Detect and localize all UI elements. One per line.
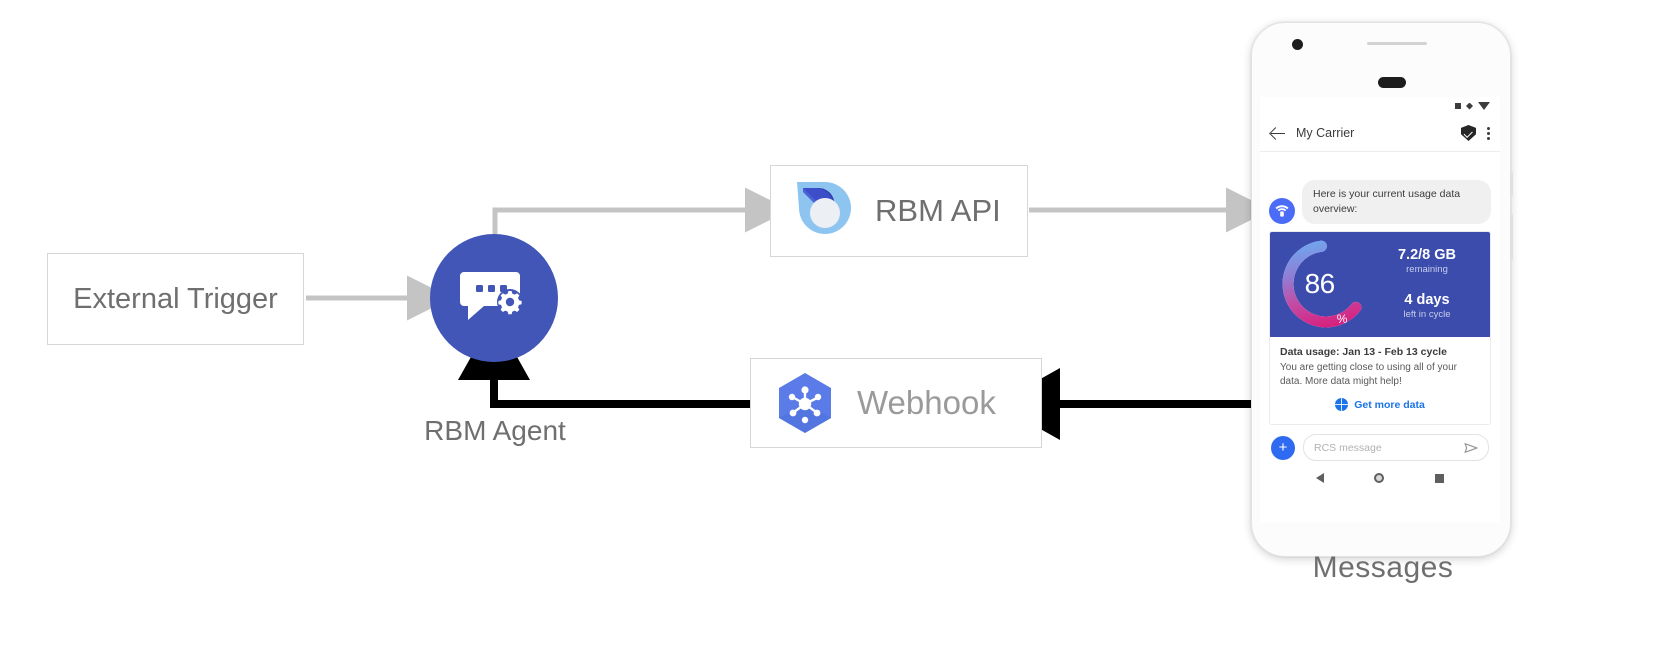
webhook-label: Webhook [857, 384, 996, 421]
nav-back-icon[interactable] [1316, 473, 1325, 484]
gauge-value-group: 86 % [1278, 236, 1374, 332]
nav-home-icon[interactable] [1374, 473, 1385, 484]
signal-icon [1455, 103, 1461, 109]
incoming-message-row: Here is your current usage data overview… [1269, 152, 1491, 224]
rbm-agent-node[interactable] [430, 234, 558, 362]
globe-icon [1335, 398, 1349, 412]
verified-shield-icon [1461, 125, 1476, 141]
hero-stats: 7.2/8 GB remaining 4 days left in cycle [1378, 247, 1476, 321]
conversation-thread: Here is your current usage data overview… [1260, 152, 1500, 522]
gauge-value: 86 [1304, 268, 1336, 300]
volume-button[interactable] [1510, 214, 1513, 260]
rcs-message-placeholder: RCS message [1314, 441, 1382, 454]
rich-card-hero: 86 % 7.2/8 GB remaining 4 days left in c… [1270, 231, 1490, 337]
webhook-hexagon-icon [779, 373, 831, 433]
power-button[interactable] [1510, 172, 1513, 196]
app-bar-title: My Carrier [1296, 126, 1355, 140]
rbm-api-label: RBM API [875, 193, 1001, 228]
rbm-agent-label: RBM Agent [424, 415, 566, 446]
plus-icon[interactable]: + [1271, 435, 1295, 460]
android-nav-bar [1269, 467, 1491, 491]
stat-data-remaining-caption: remaining [1406, 263, 1448, 275]
earpiece-speaker [1367, 42, 1427, 45]
usage-gauge: 86 % [1278, 236, 1374, 332]
rich-card-body: Data usage: Jan 13 - Feb 13 cycle You ar… [1270, 337, 1490, 424]
external-trigger-label: External Trigger [73, 282, 278, 315]
chat-gear-icon [460, 272, 523, 320]
rbm-api-node[interactable]: RBM API [770, 165, 1028, 257]
speaker-pill [1378, 77, 1406, 88]
phone-screen: My Carrier Here is your cur [1260, 97, 1500, 522]
more-vert-icon[interactable] [1486, 125, 1490, 141]
phone-caption: Messages [1312, 551, 1454, 584]
get-more-data-button[interactable]: Get more data [1280, 389, 1480, 418]
front-camera-icon [1292, 39, 1303, 50]
rich-card-description: You are getting close to using all of yo… [1280, 361, 1457, 387]
external-trigger-node[interactable]: External Trigger [47, 253, 304, 345]
stat-data-remaining-value: 7.2/8 GB [1397, 247, 1457, 264]
send-icon[interactable] [1464, 442, 1478, 454]
wifi-icon [1466, 102, 1473, 110]
gauge-unit: % [1336, 312, 1348, 327]
stat-days-left-value: 4 days [1404, 292, 1450, 309]
stat-days-left-caption: left in cycle [1403, 308, 1451, 320]
rcs-message-input[interactable]: RCS message [1303, 434, 1489, 462]
get-more-data-label: Get more data [1354, 398, 1425, 411]
message-composer: + RCS message [1269, 425, 1491, 467]
arrow-back-icon[interactable] [1270, 125, 1286, 141]
carrier-wifi-avatar-icon [1269, 197, 1295, 224]
rich-card-title: Data usage: Jan 13 - Feb 13 cycle [1280, 345, 1447, 358]
webhook-node[interactable]: Webhook [750, 358, 1042, 448]
rich-card[interactable]: 86 % 7.2/8 GB remaining 4 days left in c… [1269, 230, 1491, 426]
phone-mockup: My Carrier Here is your cur [1251, 22, 1513, 557]
app-bar: My Carrier [1260, 115, 1500, 152]
incoming-message-bubble: Here is your current usage data overview… [1302, 180, 1491, 224]
edge-webhook-to-agent [458, 316, 750, 408]
rbm-api-droplet-icon [797, 182, 851, 234]
status-bar [1260, 97, 1500, 115]
nav-recents-icon[interactable] [1434, 473, 1444, 483]
battery-icon [1478, 102, 1490, 110]
edge-agent-to-api [492, 187, 790, 236]
